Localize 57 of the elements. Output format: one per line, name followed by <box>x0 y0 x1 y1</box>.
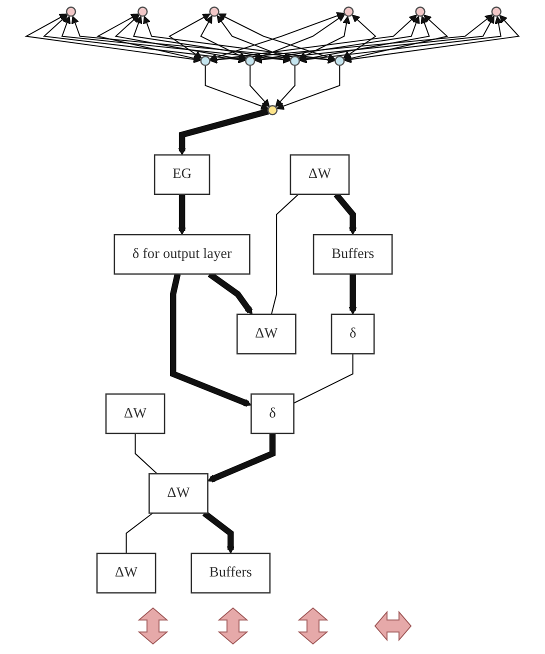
arrow <box>254 16 420 64</box>
arrow <box>178 108 269 156</box>
arrow <box>275 65 296 108</box>
arrow <box>209 14 493 64</box>
node-circle <box>290 56 300 66</box>
node-circle <box>200 56 210 66</box>
arrow <box>207 433 276 483</box>
arrow <box>254 16 494 64</box>
arrow <box>343 14 376 59</box>
node-box: δ for output layer <box>114 234 250 275</box>
arrow <box>200 16 246 60</box>
arrow <box>344 14 520 64</box>
connector <box>126 512 153 554</box>
connector <box>134 433 158 474</box>
node-box: Buffers <box>312 234 393 275</box>
arrow <box>209 14 418 64</box>
node-circle <box>334 56 345 66</box>
arrow <box>170 273 252 407</box>
arrow <box>202 510 235 554</box>
node-box: δ <box>250 393 294 434</box>
arrow <box>204 65 269 110</box>
node-circle <box>415 6 426 17</box>
arrow <box>298 16 350 60</box>
node-box: EG <box>154 154 210 195</box>
arrow <box>61 16 291 64</box>
arrow <box>143 16 336 64</box>
arrow <box>254 14 345 60</box>
node-box: ΔW <box>148 473 208 514</box>
node-box: Buffers <box>190 552 271 594</box>
arrow <box>250 65 270 108</box>
node-circle <box>66 6 76 17</box>
node-circle <box>244 56 256 66</box>
node-box: ΔW <box>105 393 166 434</box>
arrow <box>42 14 246 64</box>
arrow <box>168 14 210 59</box>
node-circle <box>491 6 502 17</box>
arrow <box>344 14 448 62</box>
connector <box>294 354 354 404</box>
arrow <box>71 16 336 64</box>
arrow <box>276 65 340 110</box>
node-circle <box>138 6 148 17</box>
node-circle <box>267 105 278 116</box>
arrow <box>24 14 202 64</box>
node-box: ΔW <box>236 314 296 354</box>
arrow <box>298 16 502 64</box>
arrow <box>96 14 202 62</box>
arrow <box>348 274 357 315</box>
node-box: ΔW <box>96 552 156 594</box>
arrow <box>216 15 292 60</box>
arrow <box>178 194 186 235</box>
connector <box>270 194 299 314</box>
node-box: ΔW <box>290 154 350 195</box>
node-box: δ <box>330 314 375 354</box>
arrow <box>298 16 430 63</box>
node-circle <box>343 6 354 17</box>
arrow <box>114 14 246 63</box>
node-circle <box>209 6 220 17</box>
